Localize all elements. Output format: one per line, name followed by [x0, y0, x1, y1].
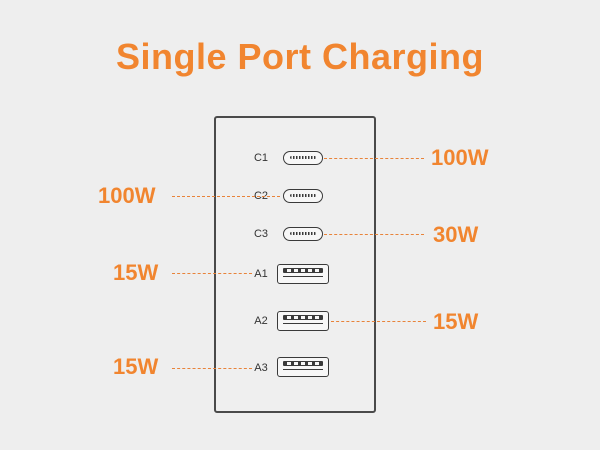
wattage-c1: 100W	[431, 145, 489, 170]
port-label-a2: A2	[254, 315, 268, 327]
wattage-c2: 100W	[98, 183, 156, 208]
leader-line-a1	[172, 273, 252, 274]
leader-line-c2	[172, 196, 280, 197]
wattage-c3: 30W	[433, 222, 479, 247]
usb-a-port-icon	[277, 357, 329, 377]
wattage-a3: 15W	[113, 354, 159, 379]
wattage-a1: 15W	[113, 260, 159, 285]
usb-c-port-icon	[283, 189, 323, 203]
leader-line-a3	[172, 368, 252, 369]
port-label-c3: C3	[253, 228, 269, 240]
usb-a-port-icon	[277, 264, 329, 284]
usb-c-port-icon	[283, 151, 323, 165]
leader-line-c3	[324, 234, 424, 235]
page-title: Single Port Charging	[115, 36, 484, 77]
leader-line-a2	[331, 321, 426, 322]
port-label-c1: C1	[253, 152, 269, 164]
port-label-a1: A1	[254, 268, 268, 280]
usb-a-port-icon	[277, 311, 329, 331]
leader-line-c1	[324, 158, 424, 159]
port-label-a3: A3	[254, 362, 268, 374]
wattage-a2: 15W	[433, 309, 479, 334]
usb-c-port-icon	[283, 227, 323, 241]
